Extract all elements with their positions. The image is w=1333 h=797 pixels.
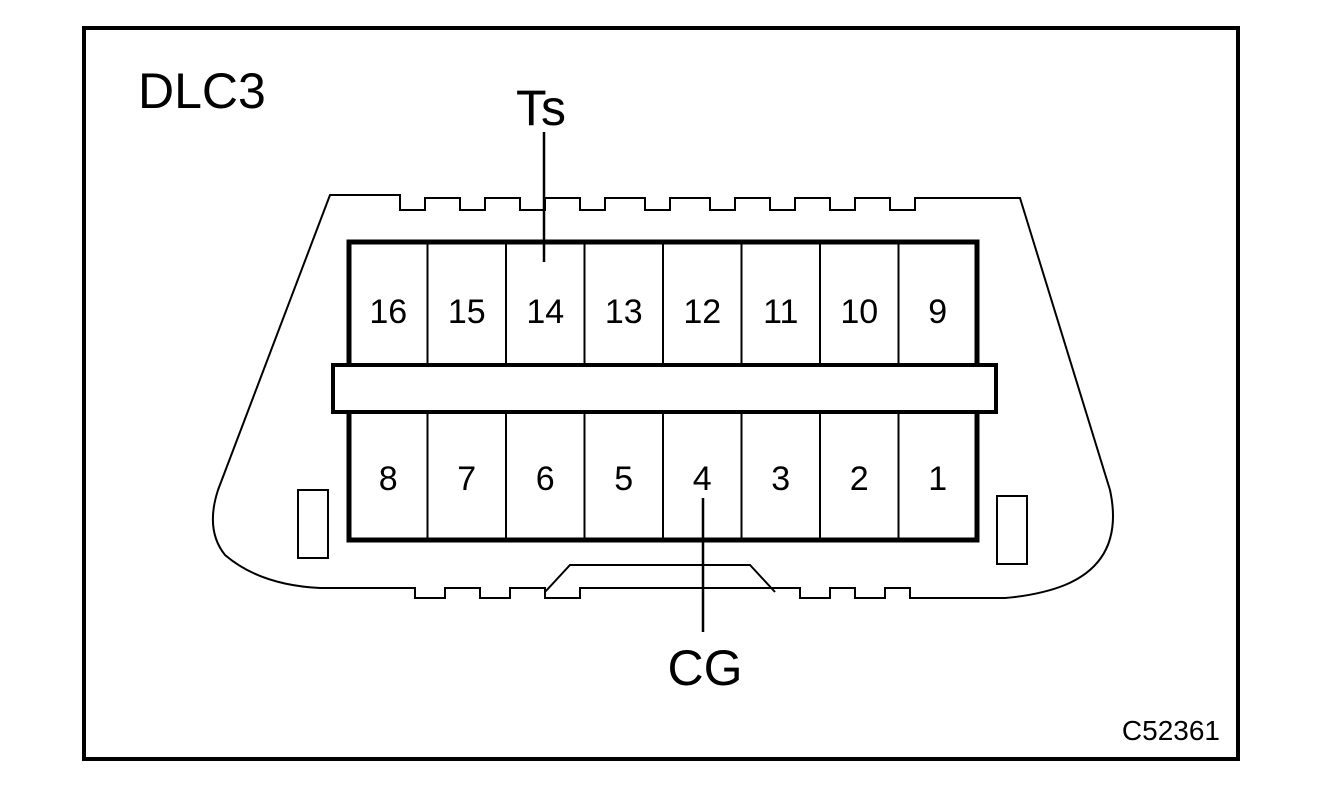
right-latch-slot (996, 495, 1028, 565)
left-latch-slot (297, 489, 329, 559)
pin-8-label: 8 (379, 460, 398, 498)
pin-3-label: 3 (771, 460, 790, 498)
pin-16-label: 16 (369, 293, 407, 331)
pin-14-label: 14 (526, 293, 564, 331)
pin-9-label: 9 (928, 293, 947, 331)
pin-1-label: 1 (928, 460, 947, 498)
pin-2-label: 2 (850, 460, 869, 498)
top-pin-dividers (426, 242, 900, 366)
bottom-pin-labels: 8 7 6 5 4 3 2 1 (379, 460, 947, 498)
diagram-title: DLC3 (138, 63, 266, 119)
connector-key (544, 564, 776, 593)
pin-5-label: 5 (614, 460, 633, 498)
bottom-pin-dividers (426, 410, 900, 540)
callout-ts-label: Ts (516, 80, 566, 136)
pin-15-label: 15 (448, 293, 486, 331)
pin-10-label: 10 (840, 293, 878, 331)
connector-housing (211, 194, 1114, 599)
pin-6-label: 6 (536, 460, 555, 498)
figure-code: C52361 (1122, 715, 1220, 746)
pin-11-label: 11 (763, 293, 798, 331)
pin-4-label: 4 (693, 460, 712, 498)
center-bar (331, 363, 998, 414)
pin-7-label: 7 (457, 460, 476, 498)
pin-12-label: 12 (683, 293, 721, 331)
pin-13-label: 13 (605, 293, 643, 331)
callout-cg-label: CG (668, 640, 743, 696)
top-pin-labels: 16 15 14 13 12 11 10 9 (369, 293, 947, 331)
